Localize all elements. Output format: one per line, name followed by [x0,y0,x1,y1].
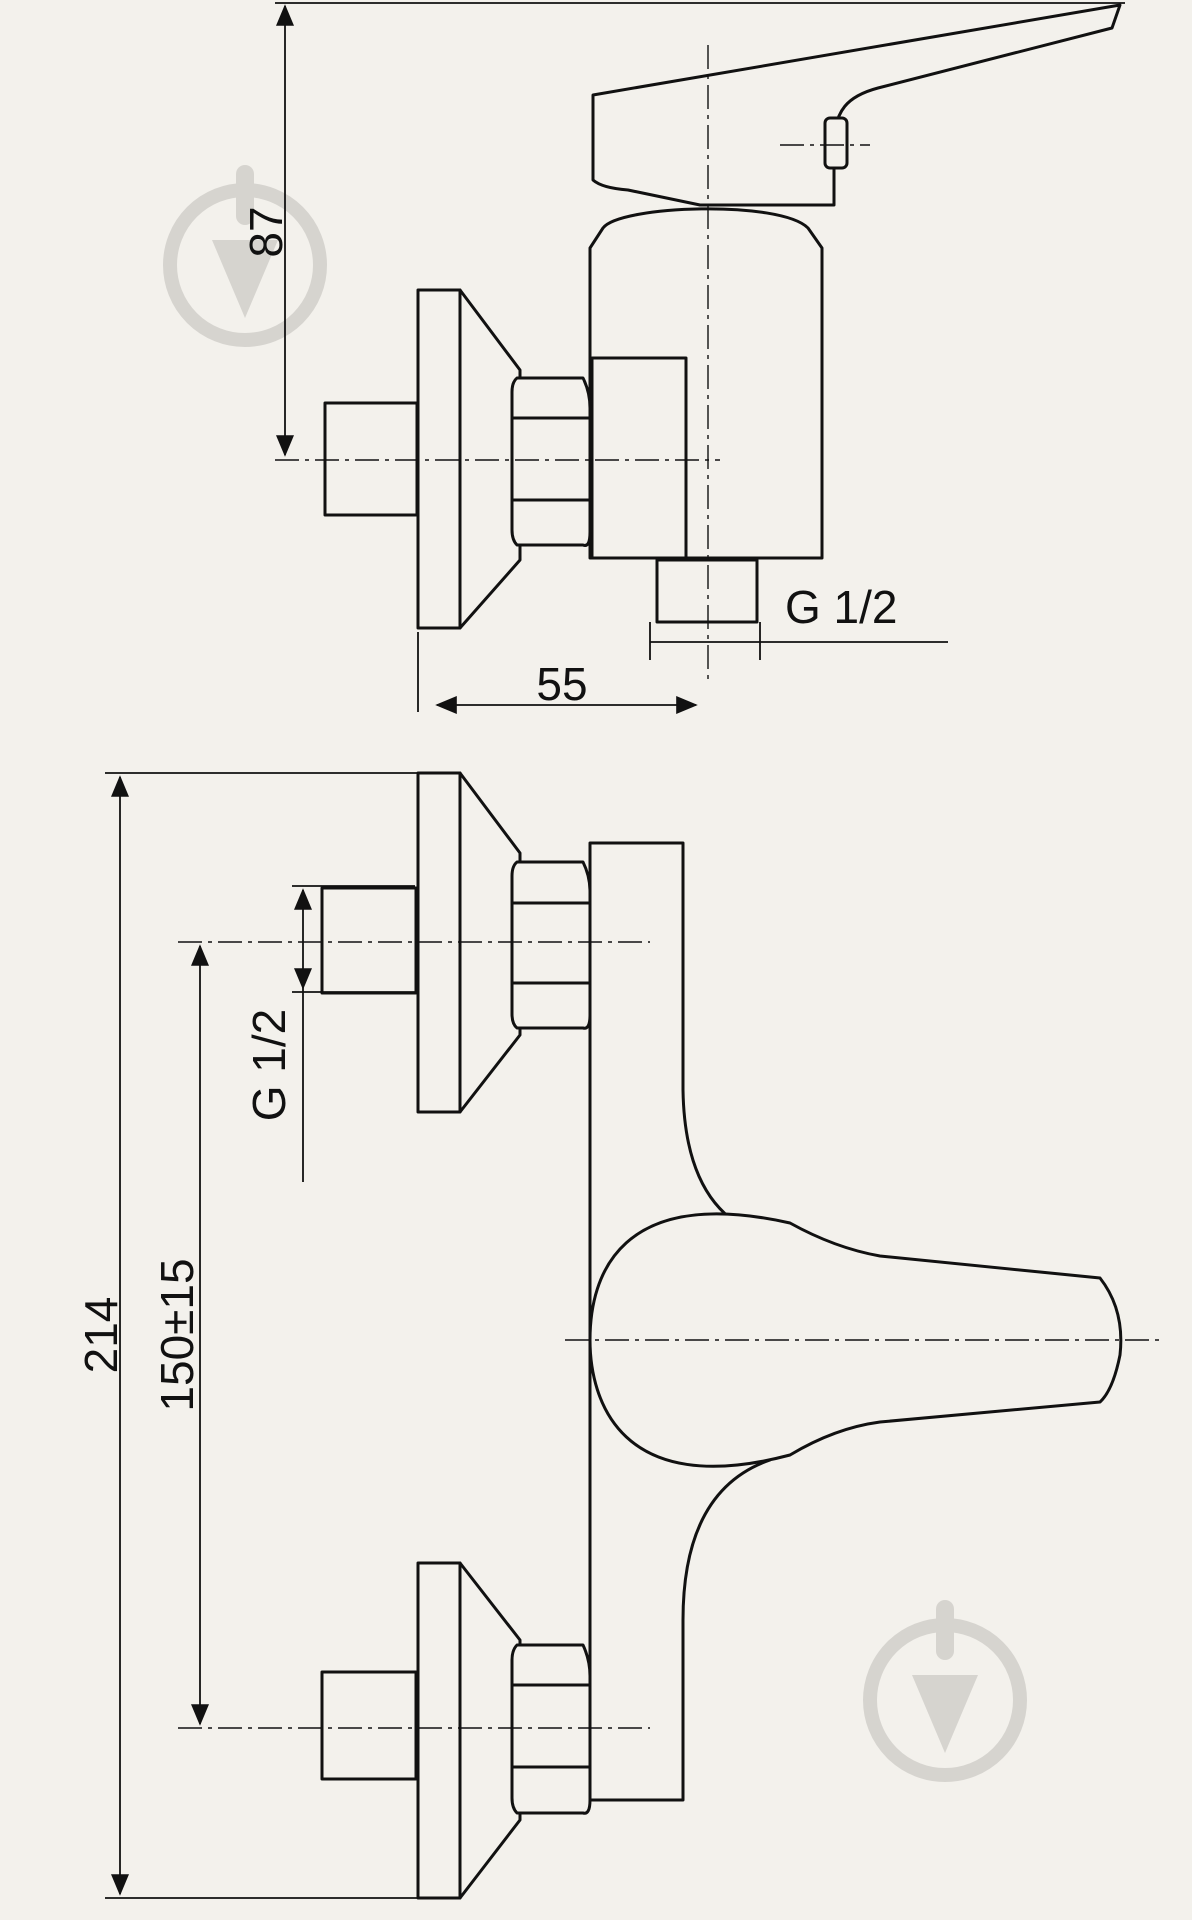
inlet-thread [323,401,419,517]
thread-label-front: G 1/2 [243,1009,295,1122]
front-view: 214 150±15 G 1/2 [75,771,1160,1900]
hex-nut [510,376,592,547]
upper-hex-nut [510,860,592,1030]
dim-total-height-214: 214 [75,1297,127,1374]
thread-label-top: G 1/2 [785,581,898,633]
wall-flange-side [416,288,522,630]
top-view: 87 55 G 1/2 [240,2,1125,714]
lower-hex-nut [510,1643,592,1815]
outlet-block [590,356,688,560]
dim-height-87: 87 [240,206,292,257]
lever-handle-side [591,3,1122,207]
lower-inlet-thread [320,1670,418,1781]
dim-center-distance: 150±15 [151,1258,203,1411]
dim-width-55: 55 [536,658,587,710]
bottom-thread [655,558,759,624]
watermark-logo-bottom [863,1600,1027,1782]
watermark-logo-top [163,165,327,347]
lower-wall-flange [416,1561,522,1900]
upper-inlet-thread [320,886,418,995]
